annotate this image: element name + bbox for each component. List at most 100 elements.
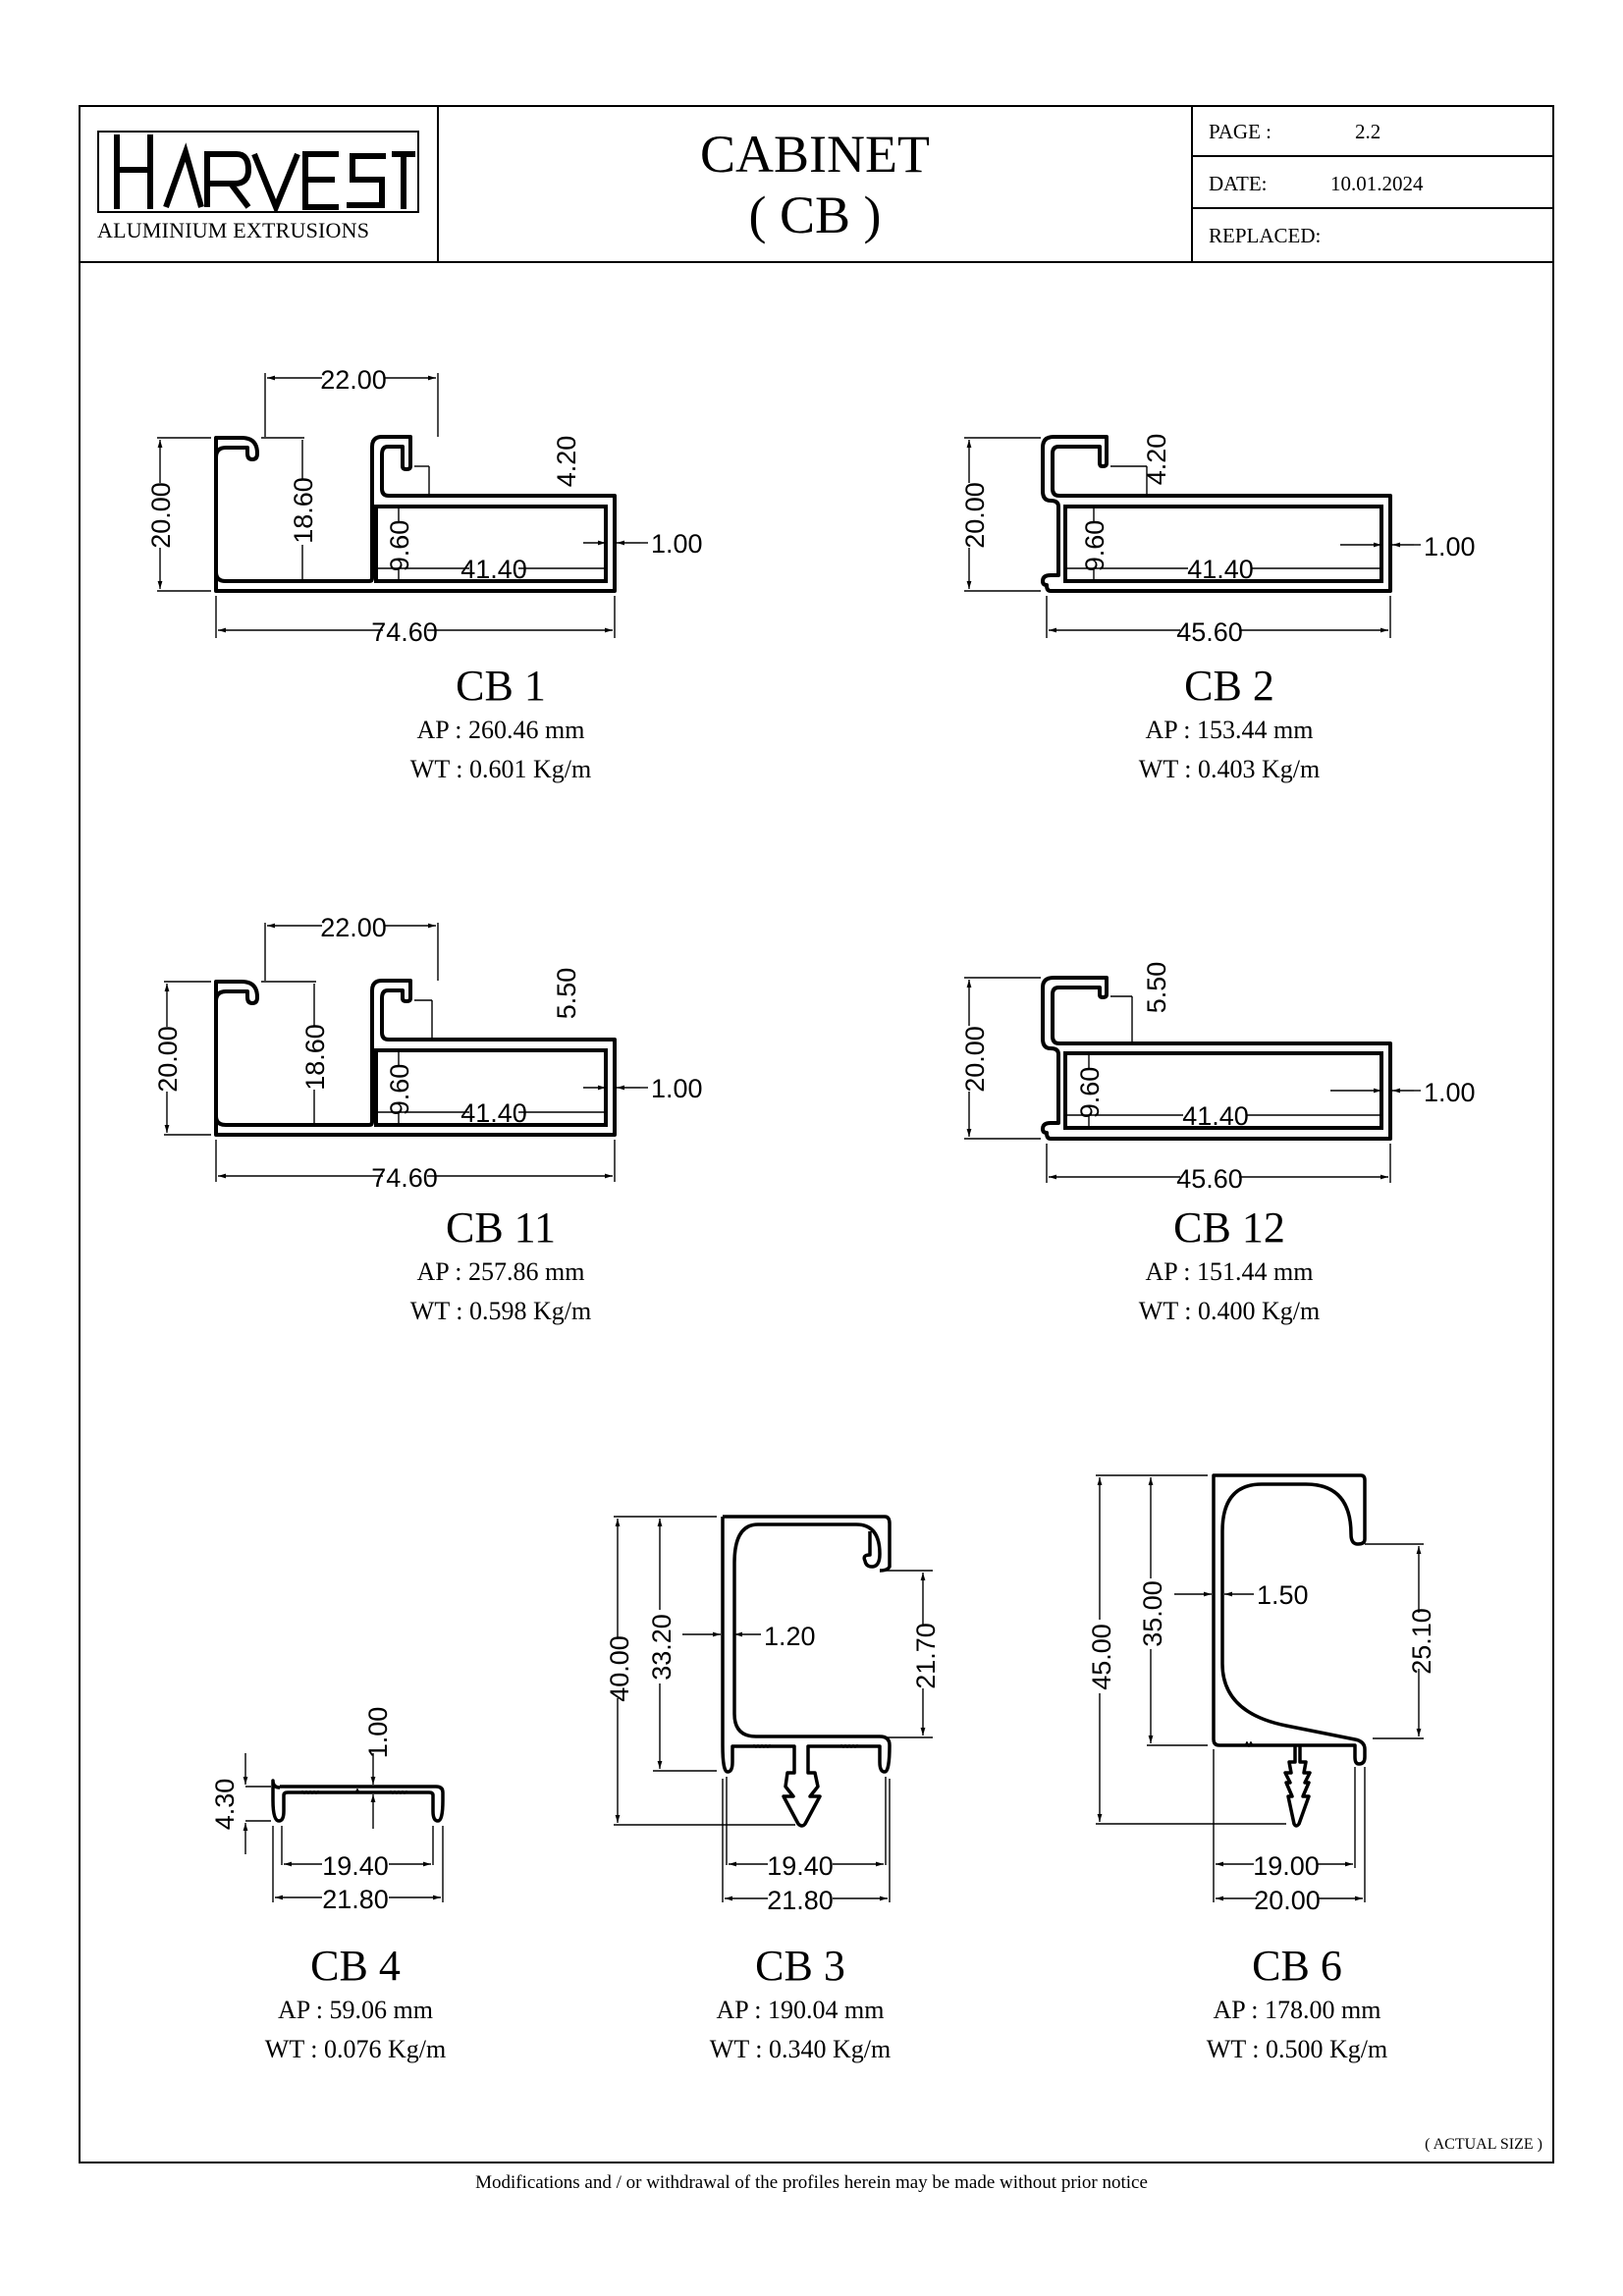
profile-cb2-dims bbox=[964, 437, 1421, 638]
profile-cb4-dim-labels: 4.30 1.00 19.40 21.80 bbox=[210, 1707, 393, 1914]
dim-label: 22.00 bbox=[320, 913, 387, 942]
meta-cell: PAGE : 2.2 DATE: 10.01.2024 REPLACED: bbox=[1193, 105, 1552, 261]
date-value: 10.01.2024 bbox=[1330, 172, 1424, 195]
profile-cb2-drawing bbox=[1041, 435, 1392, 593]
profile-name: CB 4 bbox=[310, 1942, 401, 1990]
dim-label: 41.40 bbox=[1182, 1101, 1249, 1131]
profile-cb11-dims bbox=[164, 923, 648, 1182]
profile-cb12-caption: CB 12 AP : 151.44 mm WT : 0.400 Kg/m bbox=[1033, 1203, 1426, 1331]
profile-cb12-dim-labels: 20.00 5.50 9.60 41.40 1.00 45.60 bbox=[960, 962, 1476, 1194]
profile-cb2-dim-labels: 20.00 4.20 9.60 41.40 1.00 45.60 bbox=[960, 434, 1476, 647]
page-row: PAGE : 2.2 bbox=[1193, 105, 1552, 157]
date-label: DATE: bbox=[1209, 172, 1268, 195]
dim-label: 20.00 bbox=[146, 482, 176, 549]
title-cell: CABINET ( CB ) bbox=[439, 105, 1193, 261]
dim-label: 21.80 bbox=[767, 1886, 834, 1915]
dim-label: 45.60 bbox=[1176, 1164, 1243, 1194]
page-label: PAGE : bbox=[1209, 120, 1271, 143]
dim-label: 19.00 bbox=[1253, 1851, 1320, 1881]
profile-cb4-caption: CB 4 AP : 59.06 mm WT : 0.076 Kg/m bbox=[159, 1942, 552, 2069]
dim-label: 5.50 bbox=[552, 968, 581, 1020]
dim-label: 1.50 bbox=[1257, 1580, 1309, 1610]
dim-label: 45.60 bbox=[1176, 617, 1243, 647]
profile-area: AP : 151.44 mm bbox=[1145, 1257, 1314, 1286]
dim-label: 35.00 bbox=[1138, 1580, 1167, 1647]
harvest-logo bbox=[97, 131, 419, 215]
dim-label: 18.60 bbox=[289, 477, 318, 544]
dim-label: 1.00 bbox=[363, 1707, 393, 1759]
profile-area: AP : 178.00 mm bbox=[1213, 1996, 1381, 2024]
profile-cb2-caption: CB 2 AP : 153.44 mm WT : 0.403 Kg/m bbox=[1033, 662, 1426, 789]
profile-cb4-dims bbox=[243, 1753, 444, 1902]
dim-label: 1.00 bbox=[651, 529, 703, 559]
profile-cb6-dims bbox=[1096, 1474, 1424, 1902]
profile-cb1-dims bbox=[157, 373, 648, 638]
page-title: CABINET bbox=[700, 125, 930, 184]
profile-name: CB 12 bbox=[1173, 1203, 1285, 1252]
profile-area: AP : 59.06 mm bbox=[278, 1996, 433, 2024]
sheet-border bbox=[79, 105, 1554, 2163]
dim-label: 4.20 bbox=[552, 436, 581, 488]
dim-label: 1.00 bbox=[1424, 1078, 1476, 1107]
profile-weight: WT : 0.400 Kg/m bbox=[1138, 1297, 1321, 1325]
profile-cb11-dim-labels: 22.00 20.00 18.60 5.50 9.60 41.40 1.00 7… bbox=[153, 913, 703, 1193]
dim-label: 4.20 bbox=[1142, 434, 1171, 486]
profile-cb6-dim-labels: 45.00 35.00 1.50 25.10 19.00 20.00 bbox=[1087, 1580, 1436, 1915]
dim-label: 21.70 bbox=[911, 1623, 941, 1689]
dim-label: 19.40 bbox=[322, 1851, 389, 1881]
profile-weight: WT : 0.340 Kg/m bbox=[709, 2035, 892, 2063]
date-row: DATE: 10.01.2024 bbox=[1193, 157, 1552, 209]
profile-name: CB 1 bbox=[456, 662, 546, 710]
dim-label: 9.60 bbox=[385, 520, 414, 572]
dim-label: 18.60 bbox=[300, 1024, 330, 1091]
dim-label: 9.60 bbox=[1075, 1067, 1105, 1119]
profile-weight: WT : 0.076 Kg/m bbox=[264, 2035, 447, 2063]
dim-label: 45.00 bbox=[1087, 1624, 1116, 1690]
profile-area: AP : 153.44 mm bbox=[1145, 716, 1314, 744]
profile-name: CB 6 bbox=[1252, 1942, 1342, 1990]
page-subtitle: ( CB ) bbox=[748, 186, 882, 244]
disclaimer: Modifications and / or withdrawal of the… bbox=[475, 2172, 1148, 2193]
replaced-row: REPLACED: bbox=[1193, 209, 1552, 261]
profile-cb6-drawing bbox=[1212, 1473, 1367, 1828]
dim-label: 41.40 bbox=[1187, 555, 1254, 584]
dim-label: 33.20 bbox=[647, 1614, 676, 1681]
profile-area: AP : 260.46 mm bbox=[416, 716, 585, 744]
dim-label: 1.20 bbox=[764, 1622, 816, 1651]
scale-note: ( ACTUAL SIZE ) bbox=[1425, 2136, 1542, 2153]
profile-cb4-drawing bbox=[271, 1779, 445, 1823]
dim-label: 5.50 bbox=[1142, 962, 1171, 1014]
profile-weight: WT : 0.598 Kg/m bbox=[409, 1297, 592, 1325]
dim-label: 19.40 bbox=[767, 1851, 834, 1881]
dim-label: 22.00 bbox=[320, 365, 387, 395]
profile-name: CB 3 bbox=[755, 1942, 845, 1990]
title-block: ALUMINIUM EXTRUSIONS CABINET ( CB ) PAGE… bbox=[79, 105, 1554, 263]
profile-cb1-caption: CB 1 AP : 260.46 mm WT : 0.601 Kg/m bbox=[304, 662, 697, 789]
profile-area: AP : 190.04 mm bbox=[716, 1996, 885, 2024]
dim-label: 20.00 bbox=[960, 482, 990, 549]
logo-subtitle: ALUMINIUM EXTRUSIONS bbox=[97, 218, 370, 242]
profile-weight: WT : 0.403 Kg/m bbox=[1138, 755, 1321, 783]
profile-name: CB 11 bbox=[445, 1203, 557, 1252]
dim-label: 41.40 bbox=[460, 555, 527, 584]
dim-label: 25.10 bbox=[1407, 1608, 1436, 1675]
profile-area: AP : 257.86 mm bbox=[416, 1257, 585, 1286]
profile-cb1-dim-labels: 22.00 20.00 18.60 4.20 9.60 41.40 1.00 7… bbox=[146, 365, 703, 647]
dim-label: 74.60 bbox=[371, 617, 438, 647]
profile-name: CB 2 bbox=[1184, 662, 1274, 710]
dim-label: 1.00 bbox=[1424, 532, 1476, 561]
replaced-label: REPLACED: bbox=[1209, 224, 1322, 247]
dim-label: 9.60 bbox=[385, 1064, 414, 1116]
profile-cb3-drawing bbox=[721, 1515, 892, 1828]
page-value: 2.2 bbox=[1355, 120, 1381, 143]
profile-cb1-drawing bbox=[214, 435, 617, 593]
logo-cell: ALUMINIUM EXTRUSIONS bbox=[79, 105, 439, 261]
dim-label: 1.00 bbox=[651, 1074, 703, 1103]
dim-label: 74.60 bbox=[371, 1163, 438, 1193]
profile-cb11-caption: CB 11 AP : 257.86 mm WT : 0.598 Kg/m bbox=[304, 1203, 697, 1331]
dim-label: 41.40 bbox=[460, 1098, 527, 1128]
dim-label: 9.60 bbox=[1080, 520, 1109, 572]
profile-weight: WT : 0.500 Kg/m bbox=[1206, 2035, 1388, 2063]
